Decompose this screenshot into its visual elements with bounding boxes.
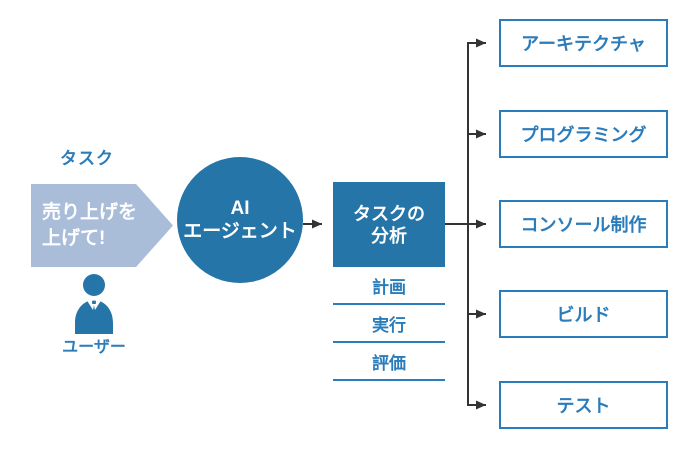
ai-agent-text-line2: エージェント: [183, 221, 297, 242]
output-box-build: ビルド: [499, 290, 668, 338]
task-bubble-text-line1: 売り上げを: [42, 201, 138, 223]
user-label: ユーザー: [62, 339, 126, 356]
output-box-console: コンソール制作: [499, 200, 668, 248]
analysis-steps-list: 計画 実行 評価: [333, 267, 445, 381]
output-box-test: テスト: [499, 381, 668, 429]
analysis-step-evaluate: 評価: [333, 343, 445, 381]
analysis-step-plan: 計画: [333, 267, 445, 305]
task-analysis-box: タスクの 分析: [333, 182, 445, 267]
output-box-architecture: アーキテクチャ: [499, 19, 668, 67]
task-bubble-text-line2: 上げて!: [42, 227, 106, 249]
ai-agent-text-line1: AI: [230, 198, 250, 219]
ai-agent-circle: AI エージェント: [177, 157, 303, 283]
task-label: タスク: [60, 149, 114, 168]
output-box-programming: プログラミング: [499, 110, 668, 158]
analysis-step-execute: 実行: [333, 305, 445, 343]
user-icon: [71, 272, 117, 334]
task-bubble-arrow: 売り上げを 上げて!: [31, 184, 173, 267]
task-analysis-title-line1: タスクの: [353, 203, 425, 224]
task-analysis-title-line2: 分析: [371, 225, 407, 246]
